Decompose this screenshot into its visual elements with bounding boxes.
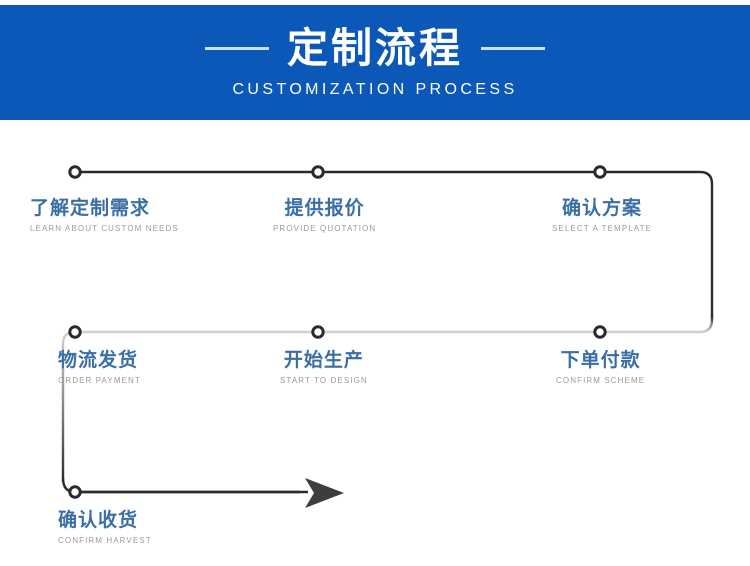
horizontal-dash-icon-right — [481, 47, 545, 50]
node-marker-icon-step-2 — [311, 165, 325, 179]
step-1-label-cn: 了解定制需求 — [30, 198, 151, 219]
step-3-label-en: SELECT A TEMPLATE — [552, 223, 653, 233]
flow-connector-graphic — [61, 165, 714, 508]
process-step-7: 确认收货 CONFIRM HARVEST — [58, 510, 152, 546]
process-flow-diagram: 了解定制需求 LEARN ABOUT CUSTOM NEEDS 提供报价 PRO… — [0, 120, 750, 566]
step-7-label-en: CONFIRM HARVEST — [58, 535, 152, 545]
step-6-label-en: CONFIRM SCHEME — [556, 375, 646, 385]
step-2-label-cn: 提供报价 — [284, 198, 365, 219]
node-marker-icon-step-7 — [68, 485, 82, 499]
step-5-label-en: START TO DESIGN — [280, 375, 368, 385]
node-marker-icon-step-5 — [311, 325, 325, 339]
connector-row1-to-row2 — [75, 316, 714, 334]
step-5-label-cn: 开始生产 — [283, 350, 364, 371]
horizontal-dash-icon-left — [205, 47, 269, 50]
step-4-label-cn: 物流发货 — [58, 350, 139, 371]
node-marker-icon-step-1 — [68, 165, 82, 179]
step-1-label-en: LEARN ABOUT CUSTOM NEEDS — [30, 223, 179, 233]
header-banner-content: 定制流程 CUSTOMIZATION PROCESS — [0, 5, 750, 120]
process-step-6: 下单付款 CONFIRM SCHEME — [556, 350, 645, 386]
connector-row1 — [75, 170, 714, 320]
process-step-2: 提供报价 PROVIDE QUOTATION — [273, 198, 376, 234]
banner-title-row: 定制流程 — [205, 28, 545, 69]
process-step-4: 物流发货 ORDER PAYMENT — [58, 350, 141, 386]
process-step-1: 了解定制需求 LEARN ABOUT CUSTOM NEEDS — [30, 198, 179, 234]
process-step-3: 确认方案 SELECT A TEMPLATE — [552, 198, 652, 234]
node-marker-icon-step-3 — [593, 165, 607, 179]
node-marker-icon-step-6 — [593, 325, 607, 339]
node-marker-icon-step-4 — [68, 325, 82, 339]
page-subtitle: CUSTOMIZATION PROCESS — [232, 81, 518, 98]
process-step-5: 开始生产 START TO DESIGN — [280, 350, 368, 386]
connector-row2-to-row3 — [61, 477, 300, 494]
step-4-label-en: ORDER PAYMENT — [58, 375, 141, 385]
step-6-label-cn: 下单付款 — [560, 350, 641, 371]
step-7-label-cn: 确认收货 — [58, 510, 139, 531]
page-title: 定制流程 — [287, 25, 463, 71]
arrow-head-icon — [305, 478, 344, 508]
header-banner: 定制流程 CUSTOMIZATION PROCESS — [0, 5, 750, 120]
step-2-label-en: PROVIDE QUOTATION — [273, 223, 377, 233]
step-3-label-cn: 确认方案 — [562, 198, 643, 219]
